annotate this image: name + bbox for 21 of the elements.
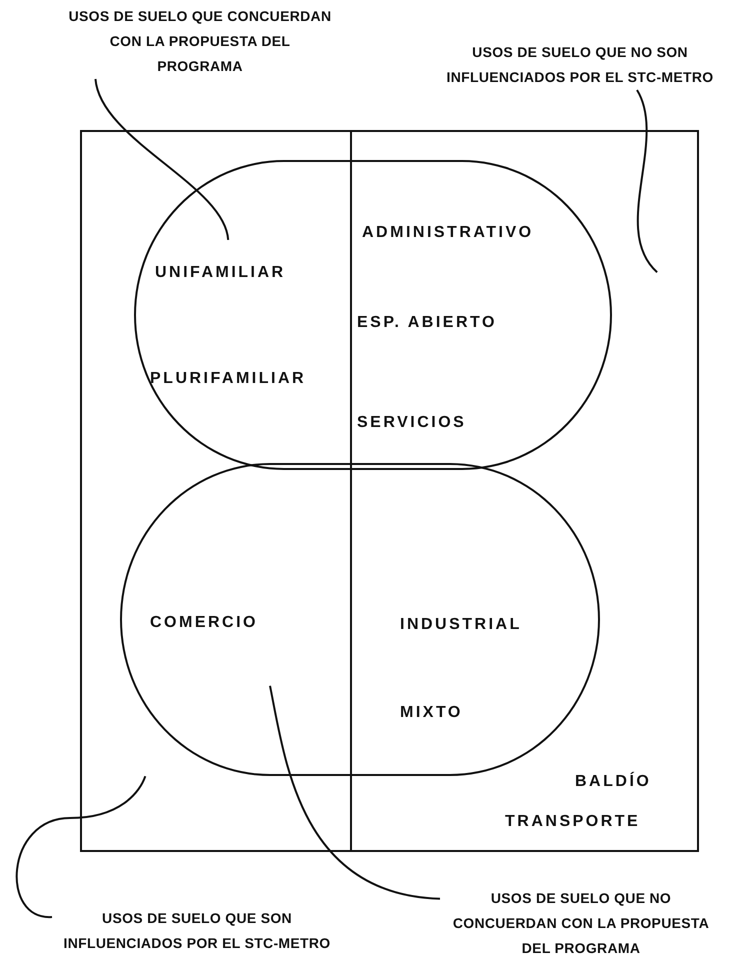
leader-line [269,686,440,900]
land-use-label: UNIFAMILIAR [155,264,286,282]
land-use-label: INDUSTRIAL [400,616,522,634]
land-use-label: ADMINISTRATIVO [362,224,534,242]
frame-region [80,130,352,852]
leader-line [636,90,658,273]
callout-text: USOS DE SUELO QUE SON INFLUENCIADOS POR EL STC-METRO [52,906,342,956]
callout-text: USOS DE SUELO QUE CONCUERDAN CON LA PROPUESTA DEL PROGRAMA [66,4,334,79]
land-use-label: MIXTO [400,704,463,722]
rounded-region [134,160,612,470]
callout-text: USOS DE SUELO QUE NO SON INFLUENCIADOS POR EL STC-METRO [430,40,730,90]
land-use-label: TRANSPORTE [505,813,640,831]
land-use-label: SERVICIOS [357,414,466,432]
frame-region [350,130,699,852]
leader-line [16,776,146,918]
land-use-label: ESP. ABIERTO [357,314,497,332]
callout-text: USOS DE SUELO QUE NO CONCUERDAN CON LA PROPUESTA DEL PROGRAMA [440,886,722,961]
land-use-label: BALDÍO [575,773,652,791]
land-use-label: PLURIFAMILIAR [150,370,306,388]
leader-line [94,78,230,240]
land-use-label: COMERCIO [150,614,258,632]
